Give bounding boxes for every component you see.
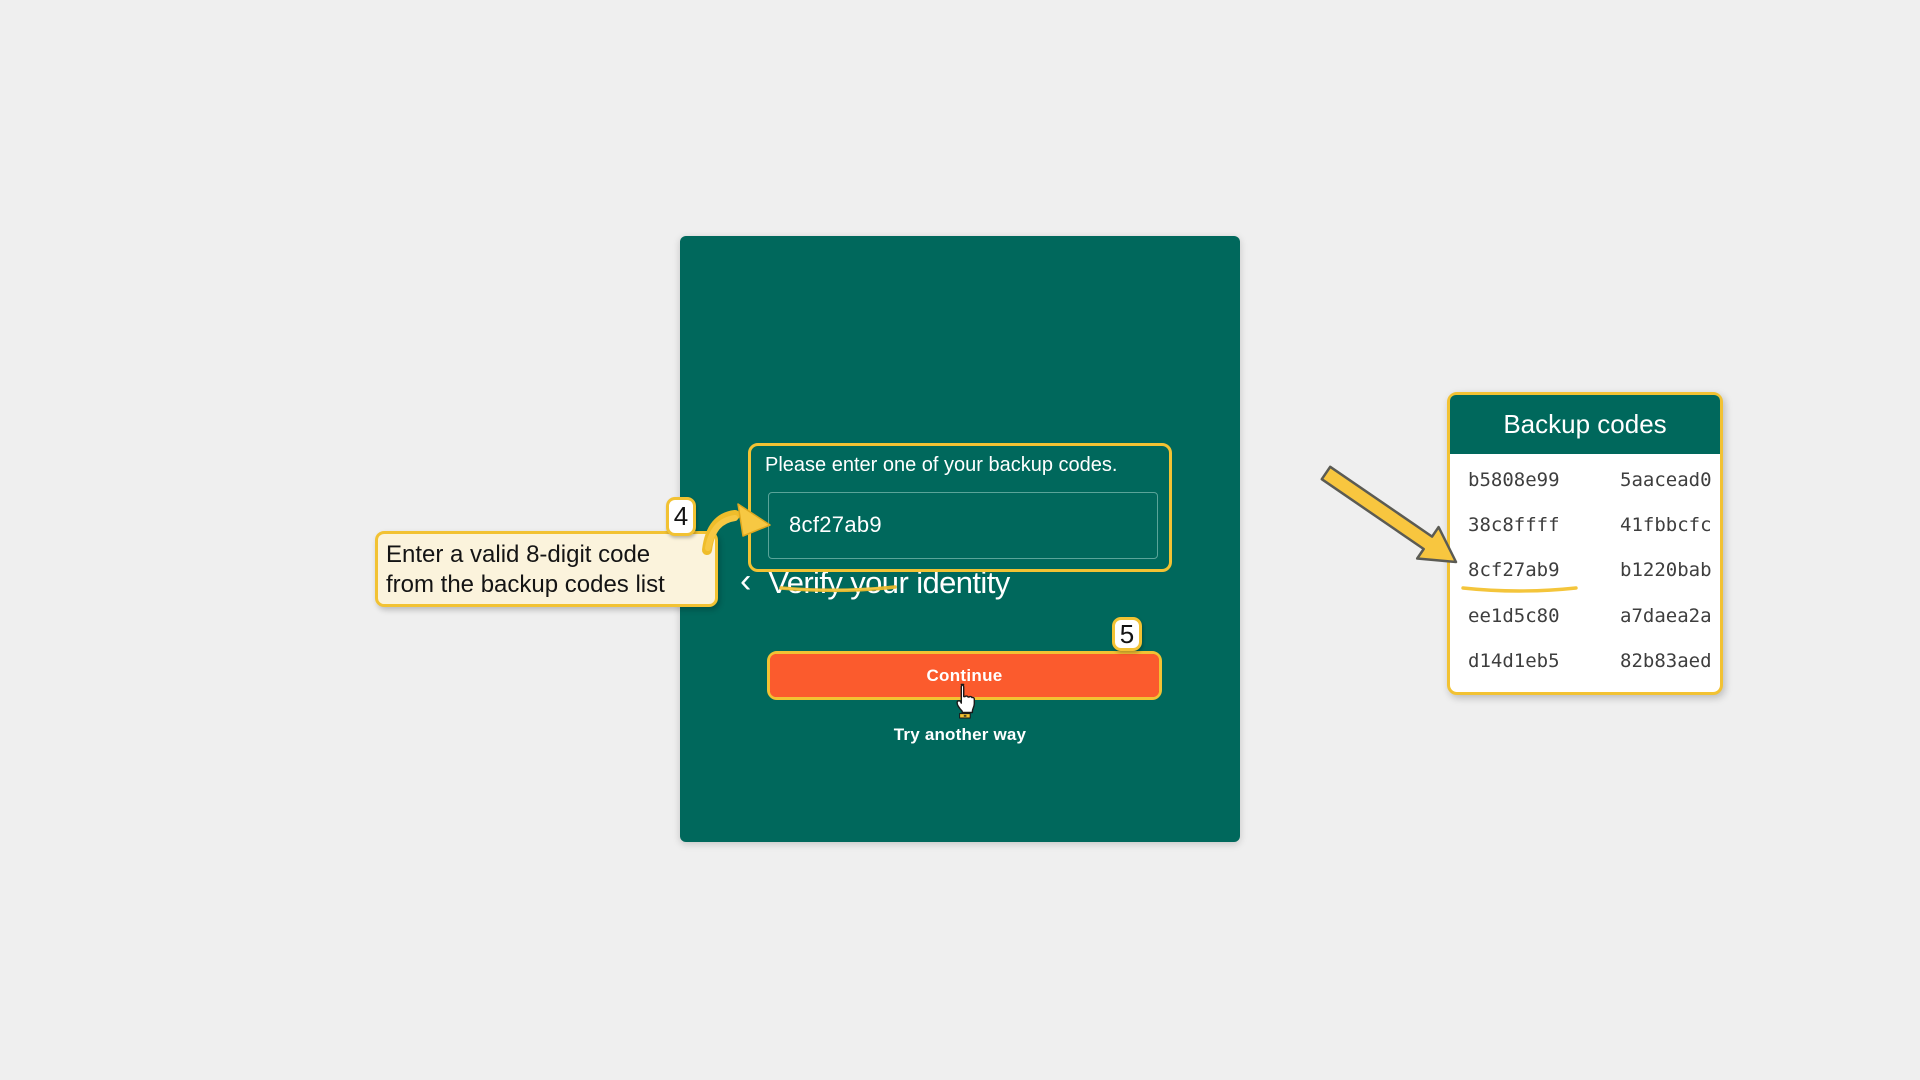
- back-icon[interactable]: ‹: [740, 562, 752, 600]
- backup-codes-row: ee1d5c80 a7daea2a: [1468, 593, 1720, 638]
- step-badge-4-number: 4: [673, 501, 689, 531]
- tooltip-line-2: from the backup codes list: [386, 571, 665, 598]
- backup-code: 38c8ffff: [1468, 514, 1560, 537]
- backup-code-input[interactable]: 8cf27ab9: [768, 492, 1158, 593]
- backup-code: 82b83aed: [1620, 650, 1712, 673]
- backup-codes-panel: Backup codes b5808e99 5aacead0 38c8ffff …: [1447, 392, 1723, 695]
- hand-cursor-icon: [956, 683, 975, 719]
- backup-codes-row: 38c8ffff 41fbbcfc: [1468, 502, 1720, 547]
- verify-identity-panel: ‹ Verify your identity Please enter one …: [680, 236, 1240, 842]
- backup-code: b5808e99: [1468, 468, 1560, 491]
- backup-codes-title: Backup codes: [1450, 395, 1720, 454]
- backup-code-label: Please enter one of your backup codes.: [765, 454, 1118, 476]
- step-badge-4: 4: [666, 497, 696, 536]
- backup-code-highlighted: 8cf27ab9: [1461, 559, 1620, 594]
- highlight-box-backup-code-group: Please enter one of your backup codes. 8…: [748, 443, 1172, 593]
- backup-code: b1220bab: [1620, 559, 1712, 582]
- hand-drawn-underline-mark: [1461, 586, 1578, 594]
- hand-drawn-underline-mark: [779, 585, 897, 593]
- tooltip-step-4: Enter a valid 8-digit code from the back…: [375, 531, 718, 607]
- backup-codes-row-highlighted: 8cf27ab9 b1220bab: [1461, 548, 1720, 594]
- backup-code: a7daea2a: [1620, 604, 1712, 627]
- try-another-way-link[interactable]: Try another way: [893, 725, 1027, 744]
- tooltip-line-1: Enter a valid 8-digit code: [386, 541, 651, 568]
- backup-code-text: 8cf27ab9: [1468, 559, 1560, 582]
- backup-code: d14d1eb5: [1468, 650, 1560, 673]
- step-badge-5: 5: [1112, 617, 1142, 651]
- backup-code: ee1d5c80: [1468, 604, 1560, 627]
- backup-code-value: 8cf27ab9: [789, 512, 882, 537]
- step-badge-5-number: 5: [1119, 618, 1135, 649]
- curved-arrow-icon: [702, 503, 771, 555]
- backup-codes-list: b5808e99 5aacead0 38c8ffff 41fbbcfc 8cf2…: [1450, 455, 1720, 690]
- big-arrow-icon: [1320, 465, 1458, 564]
- backup-codes-row: b5808e99 5aacead0: [1468, 457, 1720, 502]
- backup-code: 41fbbcfc: [1620, 514, 1712, 537]
- backup-codes-row: d14d1eb5 82b83aed: [1468, 639, 1720, 684]
- continue-button[interactable]: Continue: [770, 654, 1159, 697]
- backup-code: 5aacead0: [1620, 468, 1712, 491]
